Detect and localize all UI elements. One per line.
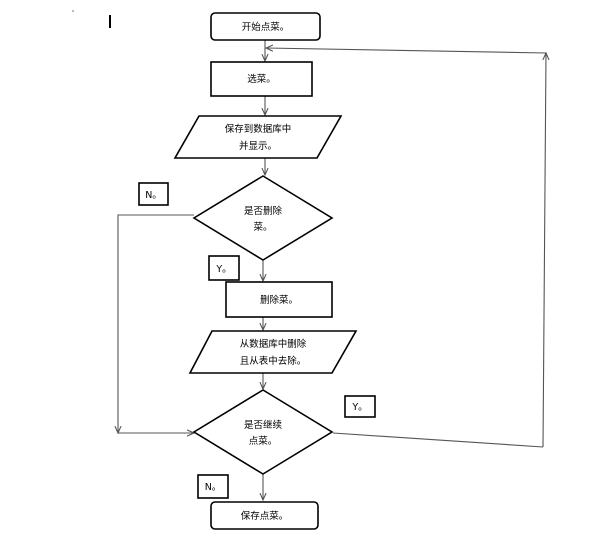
label-delete-yes-text: Y。 bbox=[215, 264, 231, 275]
node-remove-line-1: 从数据库中删除 bbox=[240, 338, 307, 350]
node-end: 保存点菜。 bbox=[210, 501, 319, 530]
node-continue-question: 是否继续 点菜。 bbox=[192, 389, 334, 475]
edge-deleteq-no-bypass bbox=[118, 214, 194, 433]
node-save-db-line-2: 并显示。 bbox=[239, 140, 277, 152]
edge-loop-up bbox=[543, 53, 546, 448]
node-remove-line-2: 且从表中去除。 bbox=[240, 355, 307, 367]
label-delete-yes: Y。 bbox=[208, 255, 240, 281]
node-delete-line-1: 删除菜。 bbox=[260, 294, 298, 306]
label-continue-no-text: N。 bbox=[205, 482, 222, 493]
edge-loop-back bbox=[266, 48, 547, 54]
label-continue-no: N。 bbox=[197, 474, 229, 499]
node-start-line-1: 开始点菜。 bbox=[242, 21, 290, 33]
node-end-line-1: 保存点菜。 bbox=[241, 510, 289, 522]
stray-marks bbox=[72, 10, 111, 28]
node-delete: 删除菜。 bbox=[225, 281, 333, 318]
label-continue-yes-text: Y。 bbox=[351, 402, 367, 413]
edge-continueq-yes-right bbox=[332, 432, 544, 448]
node-save-db-line-1: 保存到数据库中 bbox=[225, 123, 292, 135]
edges bbox=[118, 40, 546, 500]
node-select: 选菜。 bbox=[210, 61, 313, 97]
node-continue-question-line-1: 是否继续 bbox=[244, 419, 283, 431]
node-save-db: 保存到数据库中 并显示。 bbox=[173, 115, 343, 159]
label-delete-no-text: N。 bbox=[145, 190, 162, 201]
label-delete-no: N。 bbox=[138, 182, 169, 206]
label-continue-yes: Y。 bbox=[344, 395, 376, 418]
node-start: 开始点菜。 bbox=[210, 12, 321, 41]
node-continue-question-line-2: 点菜。 bbox=[249, 435, 278, 447]
node-delete-question-line-1: 是否删除 bbox=[244, 205, 283, 217]
node-remove: 从数据库中删除 且从表中去除。 bbox=[188, 330, 358, 374]
node-delete-question: 是否删除 菜。 bbox=[192, 175, 334, 261]
node-select-line-1: 选菜。 bbox=[247, 73, 276, 85]
node-delete-question-line-2: 菜。 bbox=[253, 221, 272, 233]
